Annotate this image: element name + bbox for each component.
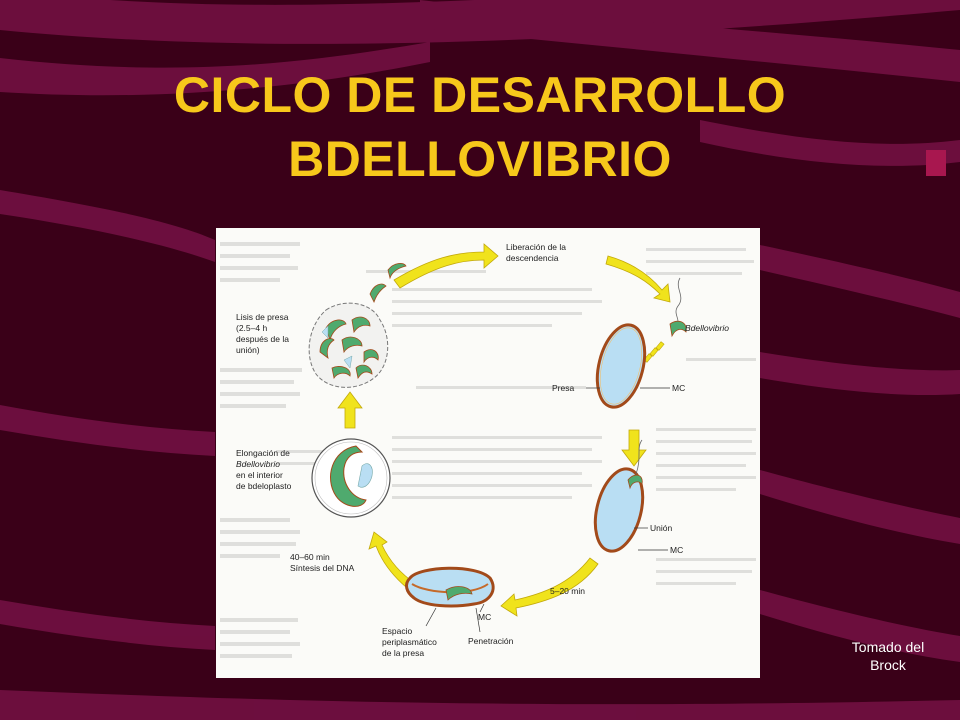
label-space-2: periplasmático (382, 637, 437, 647)
slide-title-line-2: BDELLOVIBRIO (288, 131, 672, 187)
cycle-arrows (337, 243, 671, 617)
label-mc-3: MC (478, 612, 491, 622)
label-space-3: de la presa (382, 648, 424, 658)
credit-line-2: Brock (870, 657, 906, 673)
label-elongation-2: Bdellovibrio (236, 459, 280, 469)
label-mc-1: MC (672, 383, 685, 393)
label-release-1: Liberación de la (506, 242, 566, 252)
elongation-bdelloplast (311, 438, 391, 518)
credit-line-1: Tomado del (851, 639, 925, 655)
label-time-40-60: 40–60 min (290, 552, 330, 562)
label-penetration: Penetración (468, 636, 514, 646)
label-lysis-1: Lisis de presa (236, 312, 289, 322)
label-release-2: descendencia (506, 253, 559, 263)
penetration-cell (405, 566, 495, 608)
label-lysis-2: (2.5–4 h (236, 323, 267, 333)
slide-title-line-1: CICLO DE DESARROLLO (173, 67, 787, 123)
arrow-elongation-to-lysis (337, 391, 363, 429)
label-prey: Presa (552, 383, 574, 393)
arrow-union-to-penetration (500, 557, 599, 617)
label-mc-2: MC (670, 545, 683, 555)
union-cell (593, 439, 645, 553)
arrow-release-to-attack (605, 255, 671, 303)
label-space-1: Espacio (382, 626, 413, 636)
free-bdellovibrio (643, 277, 687, 363)
label-time-5-20: 5–20 min (550, 586, 585, 596)
label-bdellovibrio: Bdellovibrio (685, 323, 729, 333)
prey-cell (595, 323, 647, 409)
arrow-lysis-to-release (393, 243, 499, 289)
bdellovibrio-cycle-figure: Liberación de la descendencia Bdellovibr… (216, 228, 760, 678)
arrow-prey-to-union (621, 429, 647, 467)
label-elongation-3: en el interior (236, 470, 283, 480)
label-lysis-3: después de la (236, 334, 289, 344)
label-union: Unión (650, 523, 672, 533)
label-lysis-4: unión) (236, 345, 260, 355)
label-elongation-1: Elongación de (236, 448, 290, 458)
cycle-diagram: Liberación de la descendencia Bdellovibr… (220, 242, 756, 658)
arrow-penetration-to-elongation (368, 531, 417, 593)
label-elongation-4: de bdeloplasto (236, 481, 292, 491)
released-progeny (369, 262, 407, 304)
label-dna-synthesis: Síntesis del DNA (290, 563, 355, 573)
source-credit: Tomado del Brock (838, 638, 938, 674)
background-text-texture (220, 242, 756, 658)
lysis-bdelloplast (308, 302, 389, 388)
